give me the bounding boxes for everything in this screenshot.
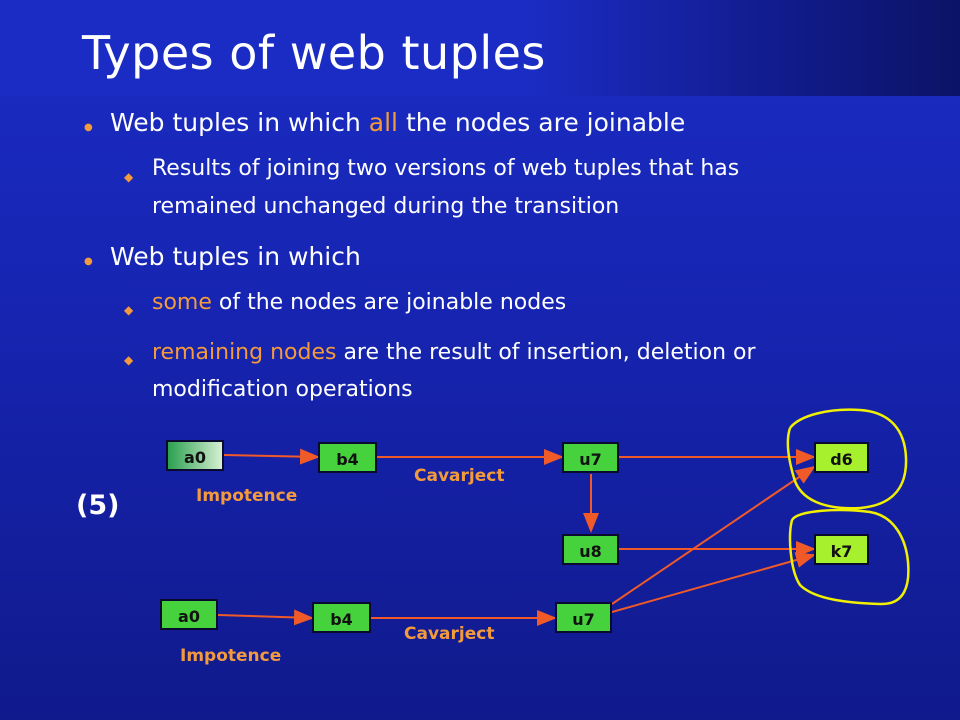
bullet-2-sub-1-highlight: some	[152, 290, 212, 315]
edge-label-cavarject-top: Cavarject	[414, 466, 505, 486]
bullet-dot-icon: ●	[84, 256, 93, 267]
bullet-1-sub-1-line-2: remained unchanged during the transition	[152, 194, 620, 219]
bullet-1: Web tuples in which all the nodes are jo…	[110, 108, 685, 137]
node-b4-top: b4	[318, 442, 377, 473]
edge-u7-d6-bottom	[611, 465, 816, 605]
bullet-2-sub-1-text: of the nodes are joinable nodes	[211, 290, 567, 315]
bullet-2-sub-2-line-1: remaining nodes are the result of insert…	[152, 340, 756, 365]
bullet-1-text-pre: Web tuples in which	[110, 108, 369, 137]
node-k7: k7	[814, 534, 869, 565]
edge-label-impotence-bottom: Impotence	[180, 646, 282, 666]
diagram-label: (5)	[76, 490, 120, 521]
bullet-1-highlight: all	[368, 108, 398, 137]
edge-a0-b4-bottom	[217, 609, 314, 626]
bullet-dot-icon: ●	[84, 122, 93, 133]
bullet-2-sub-2-highlight: remaining nodes	[152, 340, 337, 365]
slide-title: Types of web tuples	[82, 26, 546, 80]
edge-label-cavarject-bottom: Cavarject	[404, 624, 495, 644]
bullet-2-sub-2-text: are the result of insertion, deletion or	[336, 340, 756, 365]
node-u7-bottom: u7	[555, 602, 612, 633]
edge-label-impotence-top: Impotence	[196, 486, 298, 506]
bullet-square-icon: ◆	[124, 170, 134, 184]
edge-a0-b4-top	[223, 448, 320, 465]
bullet-2: Web tuples in which	[110, 242, 361, 271]
bullet-square-icon: ◆	[124, 353, 134, 367]
highlight-circle-d6	[786, 408, 908, 510]
node-d6: d6	[814, 442, 869, 473]
node-u8: u8	[562, 534, 619, 565]
node-a0-top: a0	[166, 440, 224, 471]
bullet-1-text-post: the nodes are joinable	[398, 108, 686, 137]
bullet-1-sub-1-line-1: Results of joining two versions of web t…	[152, 156, 740, 181]
highlight-circle-k7	[788, 508, 910, 606]
node-u7-top: u7	[562, 442, 619, 473]
bullet-square-icon: ◆	[124, 303, 134, 317]
bullet-2-sub-1: some of the nodes are joinable nodes	[152, 290, 566, 315]
bullet-2-sub-2-line-2: modification operations	[152, 377, 413, 402]
edge-u7-k7-bottom	[611, 552, 816, 613]
node-a0-bottom: a0	[160, 599, 218, 630]
title-band	[0, 0, 960, 96]
node-b4-bottom: b4	[312, 602, 371, 633]
